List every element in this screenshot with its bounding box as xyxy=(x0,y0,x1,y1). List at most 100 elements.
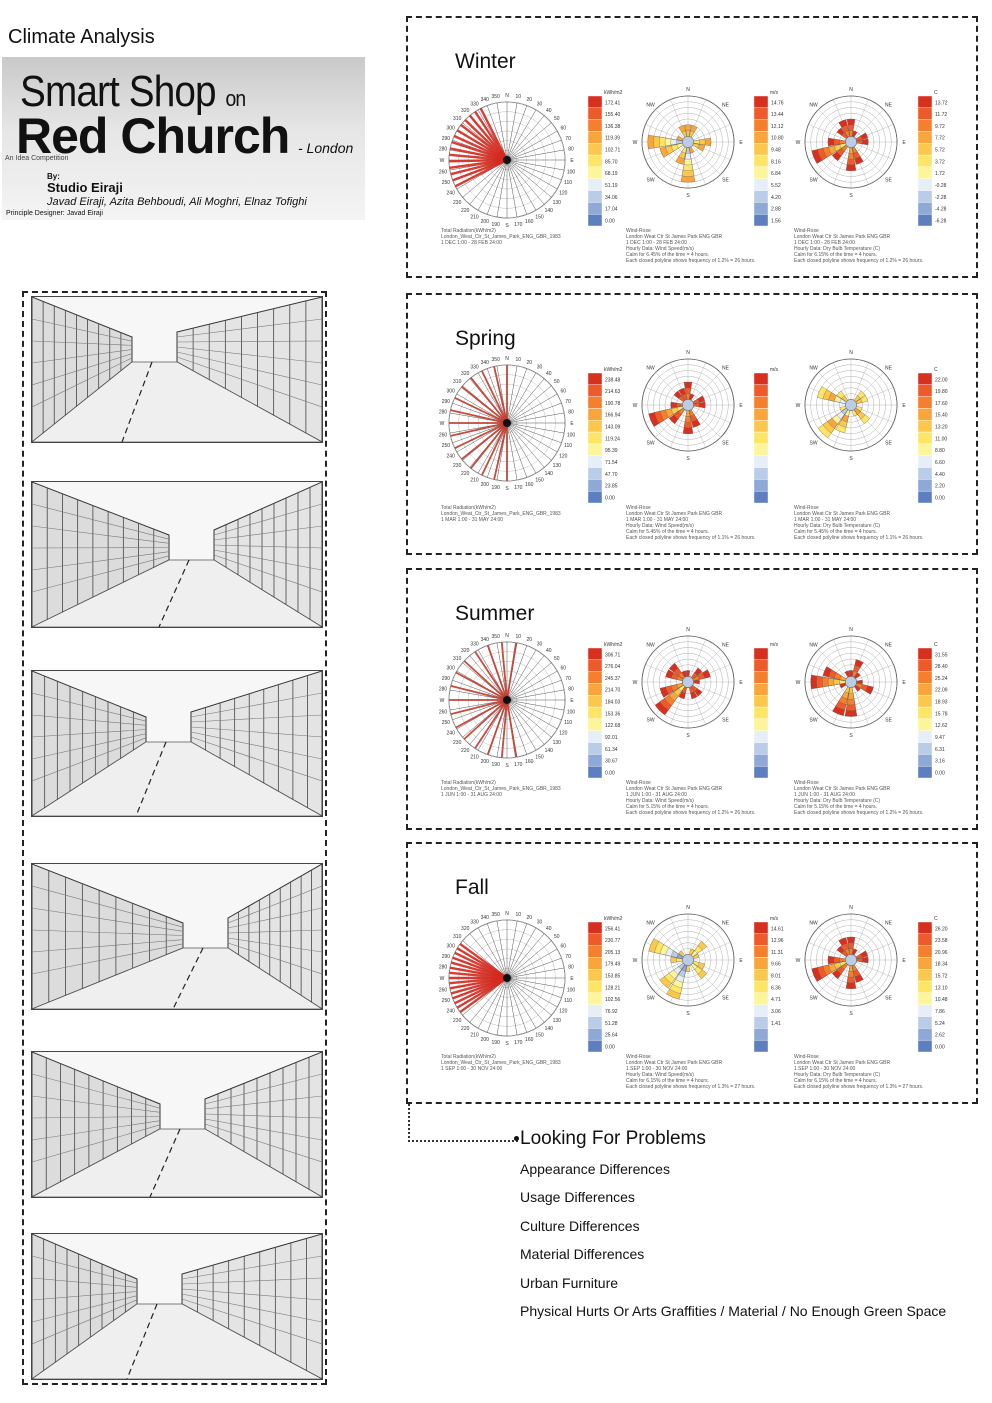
street-sketch-graphic xyxy=(32,864,322,1009)
connector-dot xyxy=(514,1136,519,1141)
legend-value: 214.63 xyxy=(605,389,621,395)
radiation-spoke xyxy=(506,642,517,701)
legend-swatch xyxy=(917,969,933,982)
legend-swatch xyxy=(753,143,769,156)
legend-swatch xyxy=(587,765,603,779)
radiation-spoke xyxy=(455,699,508,729)
legend-value: 34.06 xyxy=(605,195,618,201)
caption-line: Hourly Data: Dry Bulb Temperature (C) xyxy=(794,798,881,804)
compass-label: W xyxy=(440,158,445,164)
legend-value: 9.66 xyxy=(771,962,781,968)
legend-swatch xyxy=(753,490,769,504)
rose-direction-label: NE xyxy=(885,643,893,649)
legend-value: 3.06 xyxy=(771,1009,781,1015)
rose-direction-label: N xyxy=(849,87,853,93)
rose-direction-label: SE xyxy=(722,440,729,446)
radiation-spoke xyxy=(450,699,508,716)
compass-label: 130 xyxy=(553,200,562,206)
compass-label: 80 xyxy=(568,147,574,153)
caption-line: 1 SEP 1:00 - 30 NOV 24:00 xyxy=(441,1066,503,1072)
legend-swatch xyxy=(917,706,933,720)
radiation-spoke xyxy=(493,366,508,424)
compass-label: 50 xyxy=(554,116,560,122)
color-legend: m/s14.6112.9611.319.668.016.364.713.061.… xyxy=(753,916,784,1053)
caption-line: London_Weat_Ctr_St_James_Park_ENG_GBR_19… xyxy=(441,511,561,517)
legend-value: 1.41 xyxy=(771,1021,781,1027)
radiation-spoke xyxy=(481,422,508,476)
legend-swatch xyxy=(587,647,603,661)
legend-swatch xyxy=(753,957,769,970)
legend-swatch xyxy=(917,1004,933,1017)
caption-line: London Weat Ctr St James Park ENG GBR xyxy=(794,1060,891,1066)
caption-line: Calm for 6.15% of the time = 4 hours. xyxy=(794,252,877,258)
legend-swatch xyxy=(917,647,933,661)
legend-swatch xyxy=(917,190,933,203)
legend-value: 1.72 xyxy=(935,171,945,177)
legend-unit: kWh/m2 xyxy=(604,916,623,922)
color-legend: kWh/m2238.48214.63190.78166.94143.09119.… xyxy=(587,367,623,504)
street-photo-5 xyxy=(31,1051,323,1198)
rose-direction-label: S xyxy=(849,733,853,739)
compass-label: N xyxy=(505,356,509,362)
radiation-spoke xyxy=(481,370,508,424)
legend-value: 11.00 xyxy=(935,436,947,442)
legend-value: 4.40 xyxy=(935,472,945,478)
principal-designer: Principle Designer: Javad Eiraji xyxy=(6,210,103,217)
radiation-spoke xyxy=(454,422,508,449)
legend-value: 172.41 xyxy=(605,100,621,106)
legend-value: 15.78 xyxy=(935,711,948,717)
compass-label: 240 xyxy=(447,731,456,737)
by-label: By: xyxy=(47,172,60,181)
legend-swatch xyxy=(917,443,933,456)
legend-swatch xyxy=(753,154,769,168)
season-title: Winter xyxy=(455,50,516,73)
legend-swatch xyxy=(917,420,933,433)
rose-direction-label: SW xyxy=(809,995,817,1001)
legend-value: 0.00 xyxy=(605,1044,615,1050)
legend-swatch xyxy=(587,718,603,731)
legend-swatch xyxy=(587,742,603,755)
legend-swatch xyxy=(753,107,769,120)
compass-label: 190 xyxy=(492,762,501,768)
rose-direction-label: E xyxy=(902,958,906,964)
legend-swatch xyxy=(753,1039,769,1053)
compass-label: 250 xyxy=(442,443,451,449)
legend-swatch xyxy=(587,695,603,708)
compass-label: 50 xyxy=(554,379,560,385)
legend-swatch xyxy=(587,190,603,203)
legend-swatch xyxy=(753,695,769,708)
compass-label: 40 xyxy=(546,648,552,654)
legend-swatch xyxy=(753,166,769,179)
compass-label: 200 xyxy=(481,759,490,765)
rose-direction-label: NE xyxy=(722,643,730,649)
chart-caption: Total Radiation(kWh/m2)London_Weat_Ctr_S… xyxy=(441,780,561,798)
legend-swatch xyxy=(587,372,603,386)
caption-line: Each closed polyline shows frequency of … xyxy=(794,810,924,816)
rose-direction-label: NW xyxy=(646,643,655,649)
caption-line: London_Weat_Ctr_St_James_Park_ENG_GBR_19… xyxy=(441,1060,561,1066)
compass-label: 210 xyxy=(470,1032,479,1038)
legend-swatch xyxy=(587,1016,603,1029)
compass-label: 300 xyxy=(447,126,456,132)
compass-label: 310 xyxy=(453,934,462,940)
legend-swatch xyxy=(753,202,769,215)
legend-value: 85.70 xyxy=(605,159,618,165)
radiation-spoke xyxy=(463,699,508,740)
compass-label: 210 xyxy=(470,754,479,760)
legend-unit: kWh/m2 xyxy=(604,90,623,96)
rose-direction-label: SW xyxy=(809,717,817,723)
legend-value: 102.56 xyxy=(605,997,621,1003)
legend-unit: C xyxy=(934,916,938,922)
compass-label: 310 xyxy=(453,656,462,662)
legend-swatch xyxy=(753,131,769,144)
legend-value: 8.16 xyxy=(771,159,781,165)
legend-value: 6.36 xyxy=(771,985,781,991)
legend-value: 76.92 xyxy=(605,1009,618,1015)
legend-value: 102.71 xyxy=(605,148,621,154)
